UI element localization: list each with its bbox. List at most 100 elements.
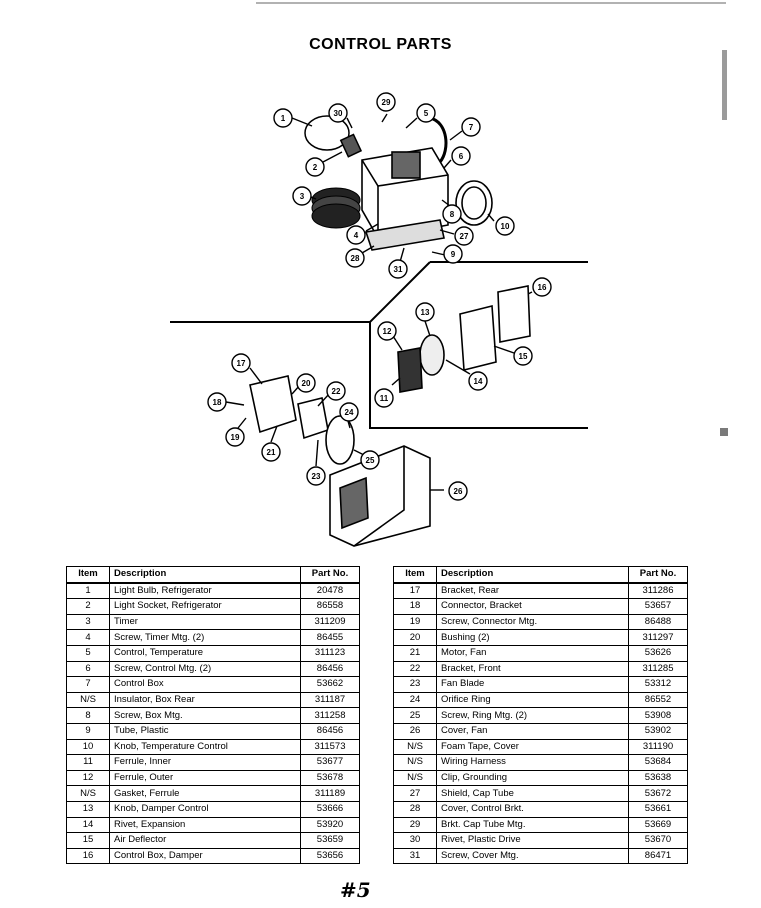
svg-text:1: 1 (281, 114, 286, 123)
description-cell: Shield, Cap Tube (436, 785, 629, 802)
item-cell: 21 (393, 644, 437, 662)
item-cell: N/S (393, 754, 437, 771)
part-number-cell: 53662 (300, 676, 360, 693)
item-cell: 20 (393, 629, 437, 646)
part-number-cell: 53312 (628, 676, 688, 693)
item-cell: 11 (66, 754, 110, 771)
item-cell: N/S (66, 691, 110, 709)
fan-assembly-drawing (249, 375, 431, 547)
description-cell: Rivet, Plastic Drive (436, 832, 629, 849)
part-number-cell: 311123 (300, 644, 360, 662)
svg-text:24: 24 (345, 408, 354, 417)
part-number-cell: 53661 (628, 800, 688, 818)
svg-text:17: 17 (237, 359, 246, 368)
item-cell: 31 (393, 847, 437, 865)
description-cell: Brkt. Cap Tube Mtg. (436, 816, 629, 834)
svg-text:22: 22 (332, 387, 341, 396)
description-cell: Foam Tape, Cover (436, 738, 629, 756)
svg-text:12: 12 (383, 327, 392, 336)
control-box-drawing (361, 147, 449, 251)
svg-text:28: 28 (351, 254, 360, 263)
part-number-cell: 53657 (628, 598, 688, 615)
item-cell: 2 (66, 598, 110, 615)
item-cell: 8 (66, 707, 110, 724)
item-cell: 18 (393, 598, 437, 615)
svg-text:19: 19 (231, 433, 240, 442)
part-number-cell: 86455 (300, 629, 360, 646)
svg-text:10: 10 (501, 222, 510, 231)
svg-text:7: 7 (469, 123, 474, 132)
description-cell: Tube, Plastic (109, 722, 301, 740)
part-number-header: Part No. (628, 565, 688, 584)
svg-text:16: 16 (538, 283, 547, 292)
description-cell: Bracket, Front (436, 660, 629, 678)
description-cell: Screw, Cover Mtg. (436, 847, 629, 865)
svg-text:9: 9 (451, 250, 456, 259)
part-number-cell: 311285 (628, 660, 688, 678)
part-number-cell: 53902 (628, 722, 688, 740)
part-number-cell: 311187 (300, 691, 360, 709)
svg-text:6: 6 (459, 152, 464, 161)
part-number-cell: 53684 (628, 754, 688, 771)
description-cell: Screw, Ring Mtg. (2) (436, 707, 629, 724)
part-number-cell: 311209 (300, 613, 360, 631)
svg-text:11: 11 (380, 394, 389, 403)
description-cell: Bushing (2) (436, 629, 629, 646)
description-cell: Timer (109, 613, 301, 631)
description-cell: Screw, Box Mtg. (109, 707, 301, 724)
description-cell: Control, Temperature (109, 644, 301, 662)
svg-text:2: 2 (313, 163, 318, 172)
callout-balloons (207, 92, 552, 501)
item-cell: 4 (66, 629, 110, 646)
description-cell: Air Deflector (109, 832, 301, 849)
item-cell: 12 (66, 769, 110, 787)
svg-text:13: 13 (421, 308, 430, 317)
description-cell: Rivet, Expansion (109, 816, 301, 834)
scan-noise (720, 428, 728, 436)
callout-numbers: 1 2 3 4 5 6 7 8 29 10 11 12 13 14 15 16 … (213, 98, 547, 496)
damper-assembly-drawing (397, 285, 531, 393)
part-number-cell: 53672 (628, 785, 688, 802)
description-header: Description (109, 565, 301, 584)
exploded-diagram: 1 2 3 4 5 6 7 8 29 10 11 12 13 14 15 16 … (170, 92, 588, 547)
description-cell: Light Socket, Refrigerator (109, 598, 301, 615)
part-number-cell: 53626 (628, 644, 688, 662)
part-number-cell: 311190 (628, 738, 688, 756)
table-header-row: Item Description Part No. (66, 565, 360, 584)
description-cell: Light Bulb, Refrigerator (109, 582, 301, 600)
item-cell: 17 (393, 582, 437, 600)
description-cell: Screw, Connector Mtg. (436, 613, 629, 631)
svg-text:21: 21 (267, 448, 276, 457)
svg-text:29: 29 (382, 98, 391, 107)
svg-text:4: 4 (354, 231, 359, 240)
description-cell: Insulator, Box Rear (109, 691, 301, 709)
description-cell: Cover, Control Brkt. (436, 800, 629, 818)
item-cell: 13 (66, 800, 110, 818)
plastic-tube-drawing (429, 116, 448, 163)
item-cell: N/S (66, 785, 110, 802)
part-number-cell: 53670 (628, 832, 688, 849)
item-cell: N/S (393, 769, 437, 787)
